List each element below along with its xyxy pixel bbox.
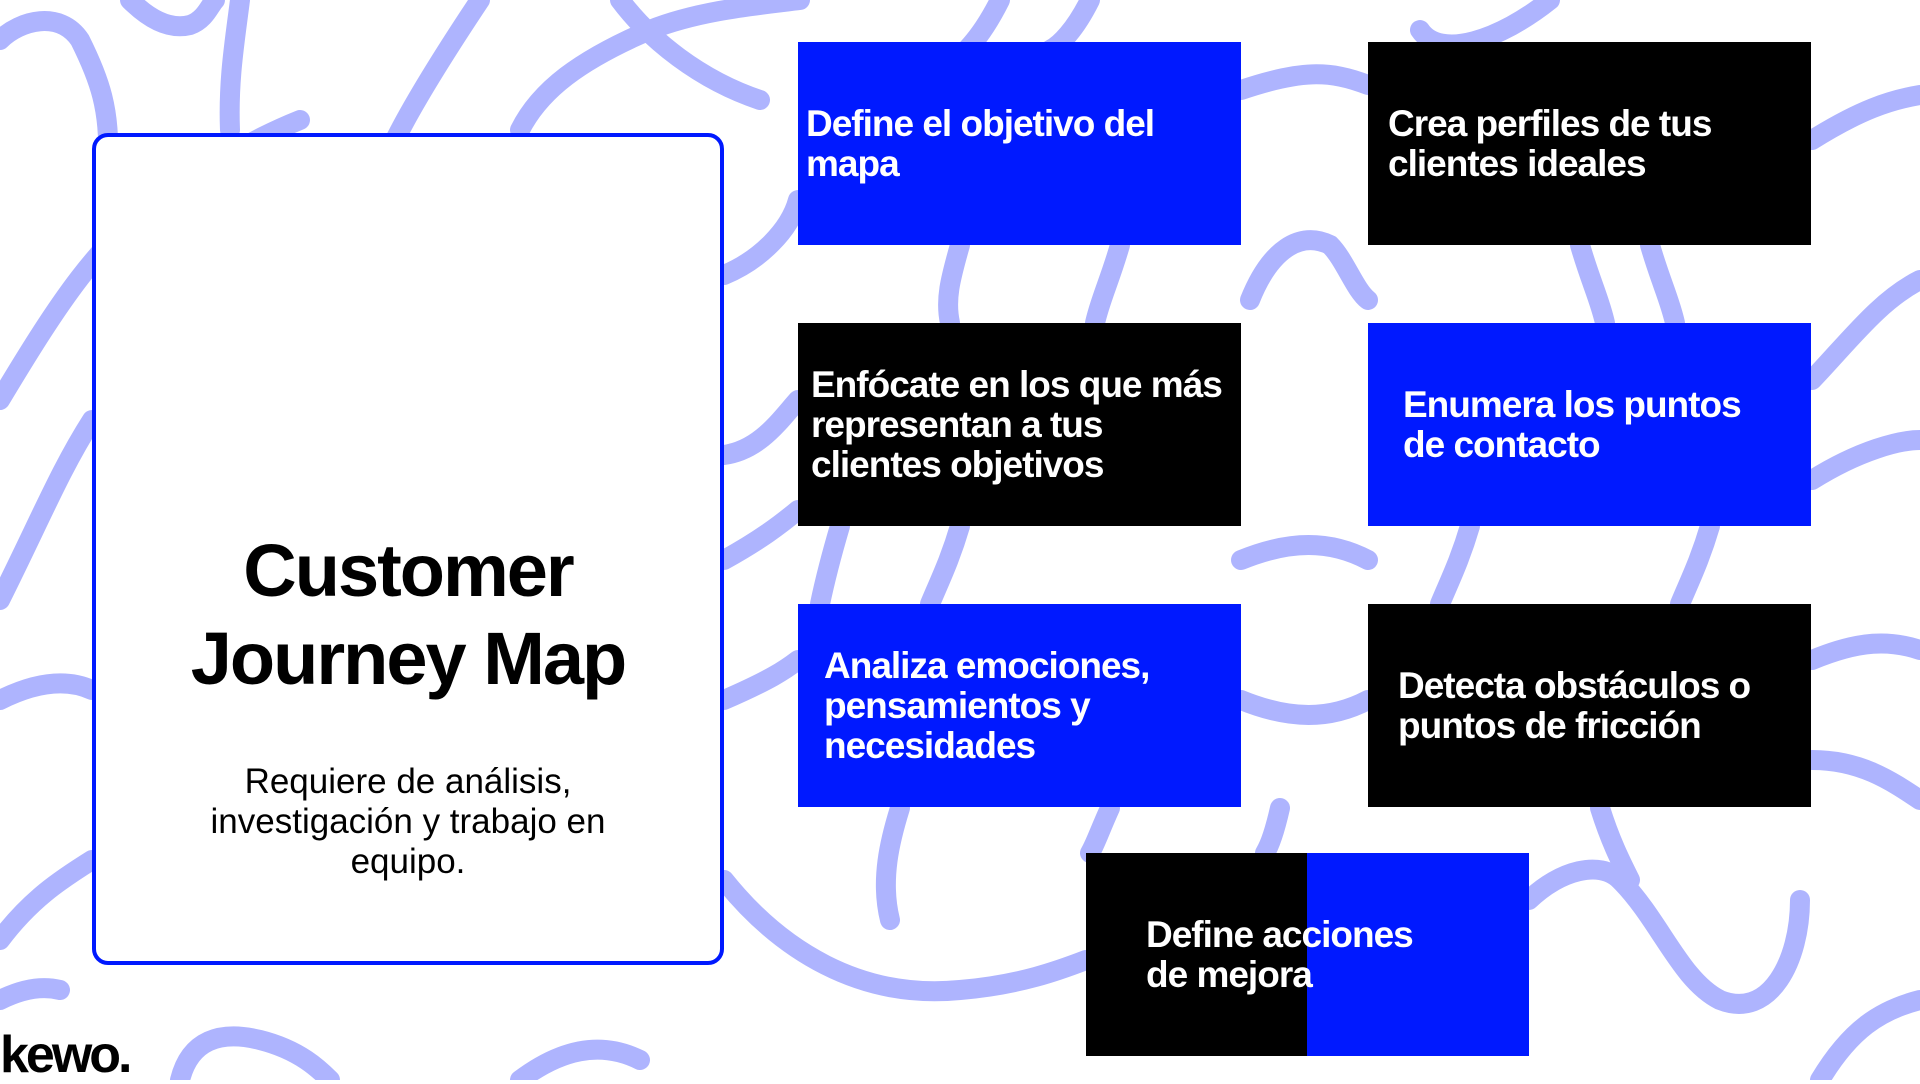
card-title-line1: Customer [243, 529, 574, 612]
kewo-logo: kewo. [0, 1026, 132, 1084]
step-label: Define acciones de mejora [1146, 913, 1414, 995]
step-label: Crea perfiles de tus clientes ideales [1388, 102, 1712, 184]
step-label: Detecta obstáculos o puntos de fricción [1398, 664, 1751, 746]
step-create-profiles: Crea perfiles de tus clientes ideales [1368, 42, 1811, 245]
step-label: Analiza emociones, pensamientos y necesi… [824, 644, 1150, 766]
step-detect-obstacles: Detecta obstáculos o puntos de fricción [1368, 604, 1811, 807]
step-analyze-emotions: Analiza emociones, pensamientos y necesi… [798, 604, 1241, 807]
step-label: Enumera los puntos de contacto [1403, 383, 1742, 465]
card-title: Customer Journey Map [96, 527, 720, 703]
card-title-line2: Journey Map [190, 617, 627, 700]
card-subtitle-line3: equipo. [350, 842, 466, 881]
card-subtitle-line2: investigación y trabajo en [210, 802, 606, 841]
card-subtitle: Requiere de análisis, investigación y tr… [96, 762, 720, 882]
step-focus-target-clients: Enfócate en los que más representan a tu… [798, 323, 1241, 526]
step-define-objective: Define el objetivo del mapa [798, 42, 1241, 245]
step-label: Define el objetivo del mapa [806, 102, 1155, 184]
customer-journey-map-card: Customer Journey Map Requiere de análisi… [92, 133, 724, 965]
step-define-improvements: Define acciones de mejora [1086, 853, 1529, 1056]
step-label: Enfócate en los que más representan a tu… [811, 363, 1223, 485]
step-list-touchpoints: Enumera los puntos de contacto [1368, 323, 1811, 526]
card-subtitle-line1: Requiere de análisis, [244, 762, 572, 801]
